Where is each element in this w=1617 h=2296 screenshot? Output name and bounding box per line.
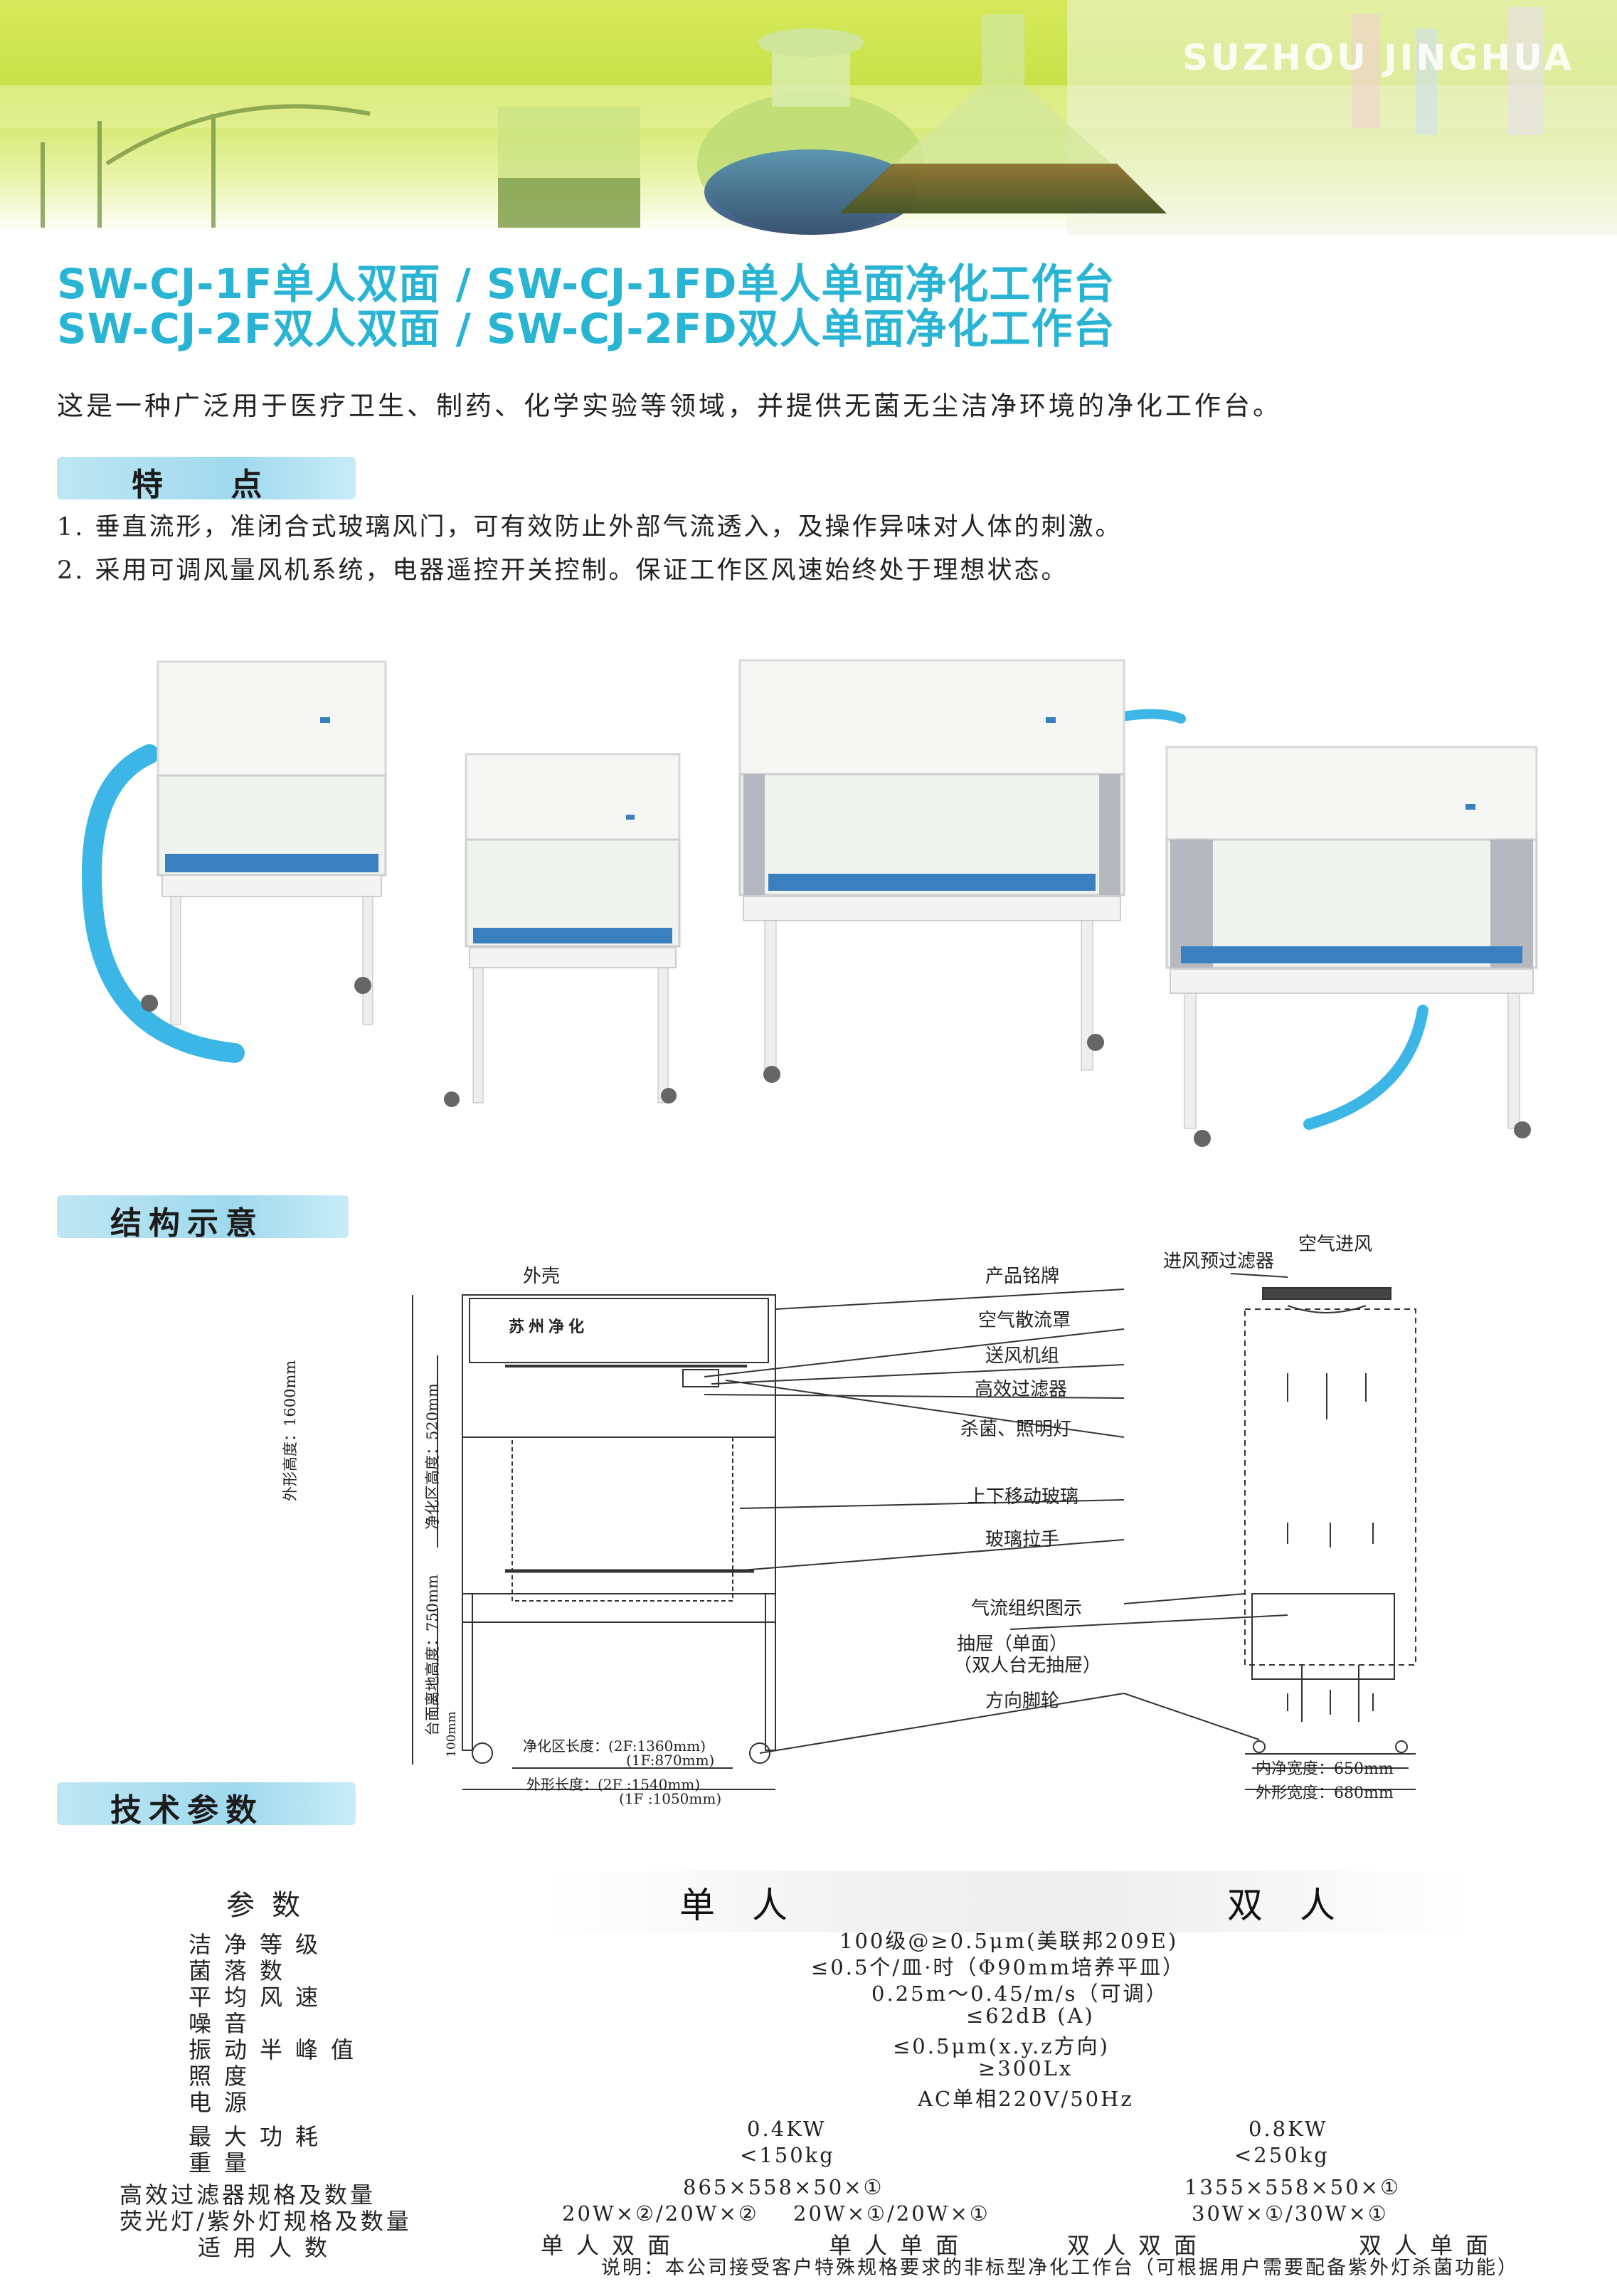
kind-single-one-sided: 单人单面 bbox=[829, 2232, 972, 2259]
value-weight-single: <150kg bbox=[740, 2143, 835, 2167]
value-vibration: ≤0.5μm(x.y.z方向) bbox=[893, 2034, 1110, 2058]
param-hepa-spec: 高效过滤器规格及数量 bbox=[120, 2181, 376, 2208]
value-max-power-single: 0.4KW bbox=[747, 2117, 827, 2141]
callout-casters: 方向脚轮 bbox=[985, 1691, 1060, 1712]
value-hepa-double: 1355×558×50×① bbox=[1184, 2175, 1401, 2199]
features-heading: 特 点 bbox=[132, 467, 291, 503]
callout-sliding-glass: 上下移动玻璃 bbox=[967, 1486, 1079, 1508]
label-outer-width: 外形宽度：680mm bbox=[1256, 1784, 1394, 1802]
workbench-photo-3 bbox=[738, 659, 1125, 1083]
single-column-header: 单人 bbox=[679, 1885, 825, 1926]
intro-text: 这是一种广泛用于医疗卫生、制药、化学实验等领域，并提供无菌无尘洁净环境的净化工作… bbox=[57, 391, 1282, 421]
product-title-line-2: SW-CJ-2F双人双面 / SW-CJ-2FD双人单面净化工作台 bbox=[57, 305, 1115, 353]
side-view-cabinet bbox=[1244, 1308, 1416, 1666]
callout-fan-unit: 送风机组 bbox=[985, 1345, 1060, 1367]
spec-header-band bbox=[541, 1871, 1473, 1932]
structure-diagram bbox=[412, 1273, 1416, 1790]
param-vibration: 振动半峰值 bbox=[189, 2036, 367, 2063]
label-outer-length-2: (1F :1050mm) bbox=[619, 1790, 722, 1807]
param-illuminance: 照度 bbox=[189, 2063, 260, 2090]
decorative-swoosh-right bbox=[1303, 1005, 1428, 1130]
param-max-power: 最大功耗 bbox=[189, 2123, 332, 2150]
airflow-arrows bbox=[1287, 1373, 1374, 1715]
callout-glass-handle: 玻璃拉手 bbox=[985, 1529, 1060, 1550]
specs-heading-bar bbox=[57, 1782, 356, 1825]
label-table-height: 台面离地高度：750mm bbox=[424, 1575, 441, 1736]
value-lamp-double: 30W×①/30W×① bbox=[1192, 2201, 1389, 2226]
param-cleanliness: 洁净等级 bbox=[189, 1931, 332, 1958]
structure-heading: 结构示意 bbox=[110, 1205, 264, 1242]
label-outer-height: 外形高度：1600mm bbox=[282, 1360, 299, 1501]
kind-single-double-sided: 单人双面 bbox=[541, 2232, 684, 2259]
value-weight-double: <250kg bbox=[1234, 2143, 1330, 2167]
label-clean-length-2: (1F:870mm) bbox=[626, 1752, 715, 1769]
label-clean-length-1: 净化区长度：(2F:1360mm) bbox=[523, 1737, 706, 1755]
label-air-inlet: 空气进风 bbox=[1298, 1234, 1373, 1255]
callout-airflow-diagram: 气流组织图示 bbox=[971, 1598, 1083, 1619]
param-power-supply: 电源 bbox=[189, 2089, 260, 2116]
label-wheel-height: 100mm bbox=[445, 1711, 459, 1757]
param-air-velocity: 平均风速 bbox=[189, 1984, 332, 2011]
value-max-power-double: 0.8KW bbox=[1248, 2117, 1328, 2141]
workbench-photo-1 bbox=[141, 660, 387, 1025]
label-shell: 外壳 bbox=[523, 1266, 561, 1287]
value-lamp-single-double-sided: 20W×②/20W×② bbox=[562, 2201, 759, 2226]
callout-drawer-note: （双人台无抽屉） bbox=[953, 1655, 1102, 1676]
feature-item-1: 1. 垂直流形，准闭合式玻璃风门，可有效防止外部气流透入，及操作异味对人体的刺激… bbox=[57, 513, 1123, 541]
front-caster-left bbox=[472, 1742, 493, 1764]
brand-watermark: SUZHOU JINGHUA bbox=[1182, 37, 1574, 78]
param-colony-count: 菌落数 bbox=[189, 1957, 296, 1984]
product-title-line-1: SW-CJ-1F单人双面 / SW-CJ-1FD单人单面净化工作台 bbox=[57, 260, 1115, 308]
callout-nameplate: 产品铭牌 bbox=[985, 1266, 1060, 1287]
lab-glassware-illustration bbox=[0, 0, 1617, 235]
param-lamp-spec: 荧光灯/紫外灯规格及数量 bbox=[120, 2208, 412, 2235]
header-banner: SUZHOU JINGHUA bbox=[0, 0, 1617, 235]
callout-drawer: 抽屉（单面） bbox=[957, 1634, 1069, 1655]
value-noise: ≤62dB (A) bbox=[966, 2004, 1095, 2028]
value-power-supply: AC单相220V/50Hz bbox=[918, 2087, 1134, 2111]
label-pre-filter: 进风预过滤器 bbox=[1163, 1251, 1275, 1272]
front-caster-right bbox=[749, 1742, 770, 1764]
label-inner-width: 内净宽度：650mm bbox=[1256, 1760, 1394, 1778]
features-heading-bar bbox=[57, 457, 356, 499]
front-view-cabinet bbox=[462, 1294, 776, 1594]
callout-uv-lamp: 杀菌、照明灯 bbox=[960, 1419, 1072, 1440]
param-noise: 噪音 bbox=[189, 2010, 260, 2037]
param-weight: 重量 bbox=[189, 2149, 260, 2176]
value-air-velocity: 0.25m～0.45/m/s（可调） bbox=[871, 1982, 1169, 2006]
structure-heading-bar bbox=[57, 1195, 349, 1238]
double-column-header: 双人 bbox=[1227, 1885, 1372, 1926]
label-outer-length-1: 外形长度：(2F :1540mm) bbox=[526, 1776, 701, 1793]
product-photos bbox=[82, 659, 1538, 1147]
workbench-photo-2 bbox=[444, 753, 681, 1107]
param-occupancy: 适用人数 bbox=[198, 2234, 341, 2261]
pre-filter-bar bbox=[1262, 1287, 1391, 1300]
value-lamp-single-one-sided: 20W×①/20W×① bbox=[793, 2201, 990, 2226]
specs-heading: 技术参数 bbox=[110, 1792, 264, 1829]
value-colony-count: ≤0.5个/皿·时（Φ90mm培养平皿） bbox=[811, 1955, 1186, 1979]
label-clean-height: 净化区高度：520mm bbox=[424, 1383, 441, 1530]
callout-hepa-filter: 高效过滤器 bbox=[975, 1379, 1068, 1400]
feature-item-2: 2. 采用可调风量风机系统，电器遥控开关控制。保证工作区风速始终处于理想状态。 bbox=[57, 556, 1069, 585]
spec-footnote: 说明：本公司接受客户特殊规格要求的非标型净化工作台（可根据用户需要配备紫外灯杀菌… bbox=[601, 2257, 1519, 2279]
value-cleanliness: 100级@≥0.5μm(美联邦209E) bbox=[839, 1929, 1179, 1953]
kind-double-double-sided: 双人双面 bbox=[1067, 2232, 1210, 2259]
param-column-header: 参数 bbox=[226, 1889, 317, 1922]
workbench-photo-4 bbox=[1165, 746, 1538, 1147]
decorative-swoosh-left bbox=[82, 744, 245, 1063]
value-illuminance: ≥300Lx bbox=[978, 2056, 1073, 2080]
callout-diffuser: 空气散流罩 bbox=[978, 1310, 1071, 1331]
label-nameplate-text: 苏州净化 bbox=[509, 1318, 589, 1336]
kind-double-one-sided: 双人单面 bbox=[1359, 2232, 1502, 2259]
value-hepa-single: 865×558×50×① bbox=[683, 2175, 884, 2199]
